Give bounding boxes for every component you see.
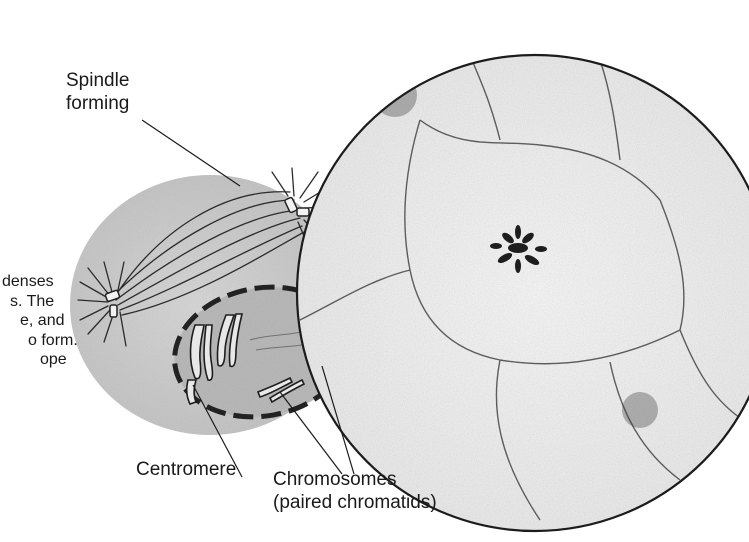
spindle-forming-label: Spindle forming [66, 69, 129, 115]
spindle-leader [142, 120, 240, 186]
description-line-1: denses [0, 272, 78, 292]
spindle-label-line-1: Spindle [66, 69, 129, 92]
centromere-label: Centromere [136, 458, 236, 481]
description-line-2: s. The [0, 292, 78, 312]
description-line-3: e, and [0, 311, 78, 331]
micrograph [297, 55, 749, 531]
spindle-label-line-2: forming [66, 92, 129, 115]
chromosomes-label: Chromosomes (paired chromatids) [273, 468, 437, 514]
description-fragment: denses s. The e, and o form. ope [0, 272, 78, 370]
chromosomes-label-line-2: (paired chromatids) [273, 491, 437, 514]
chromosomes-label-line-1: Chromosomes [273, 468, 437, 491]
description-line-5: ope [0, 350, 78, 370]
description-line-4: o form. [0, 331, 78, 351]
